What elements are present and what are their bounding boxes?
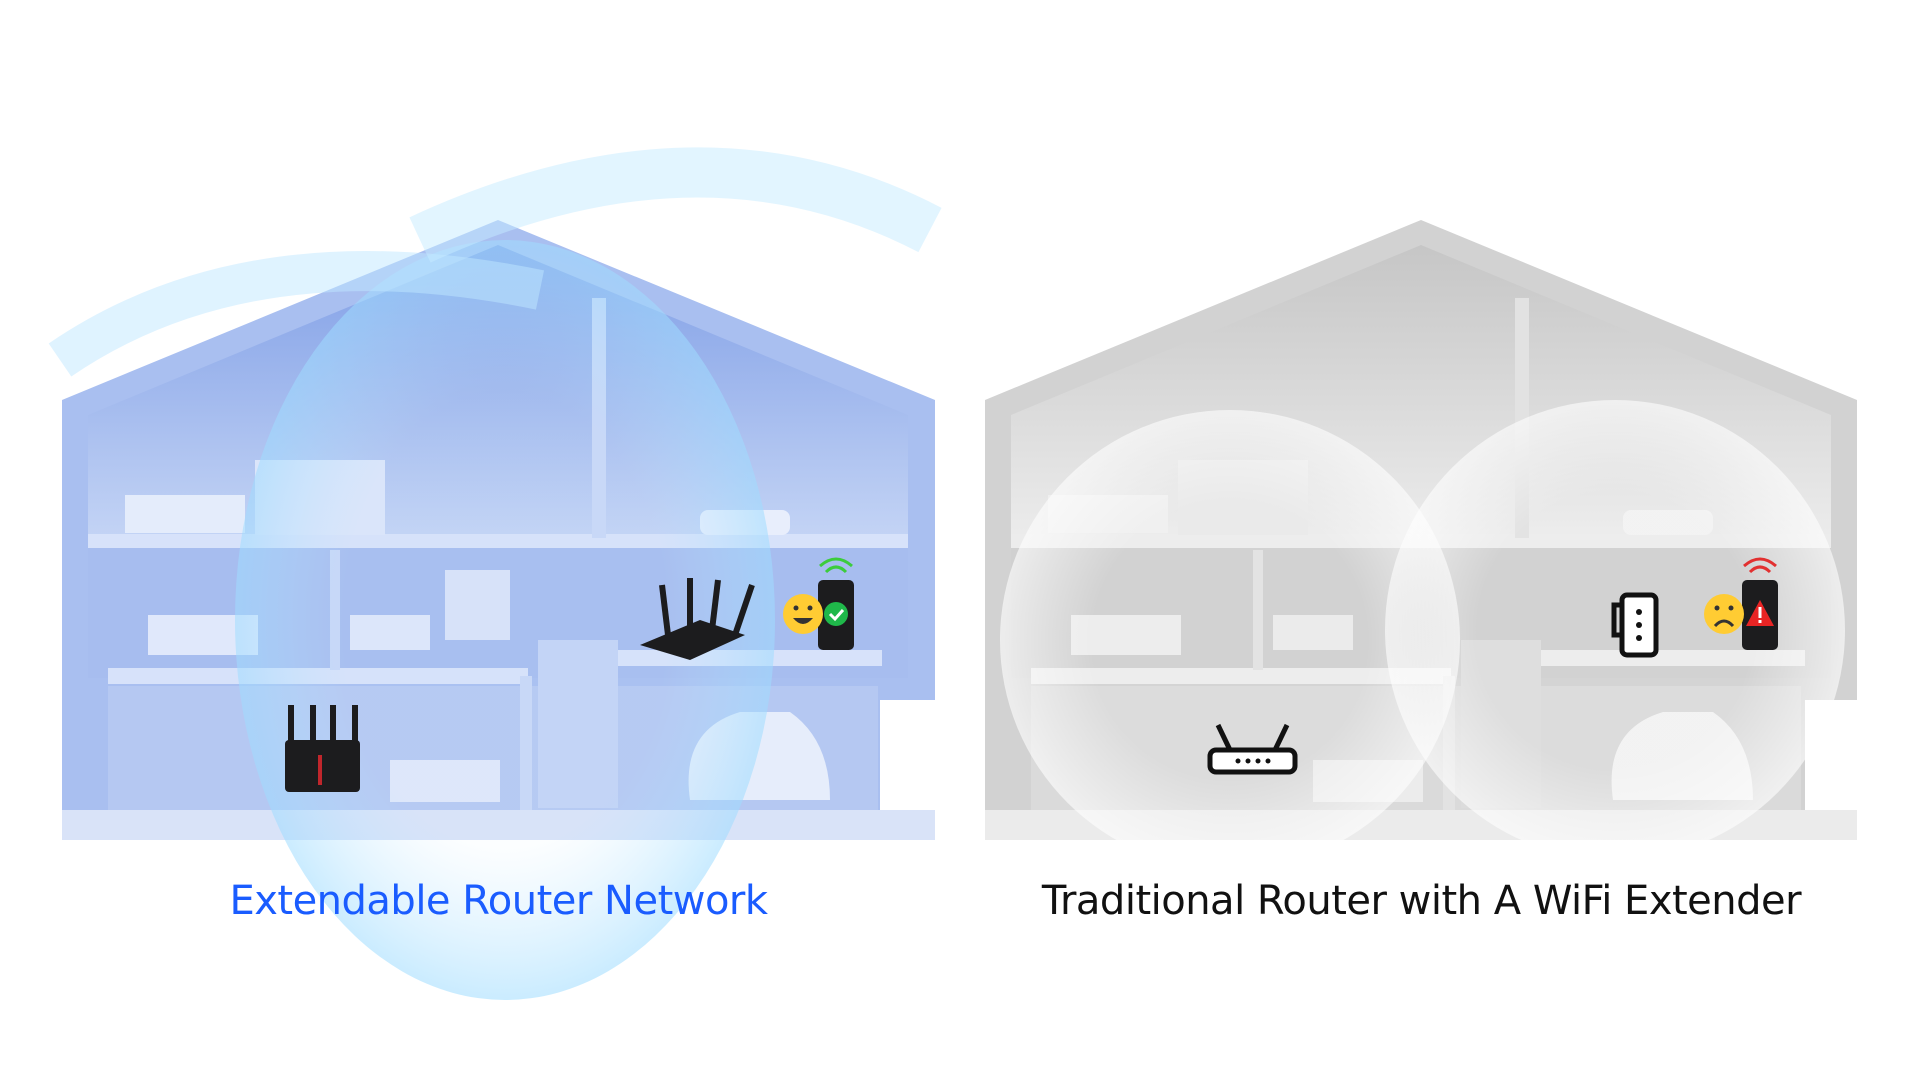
right-house xyxy=(985,220,1857,870)
warning-icon xyxy=(1746,600,1774,626)
router-icon xyxy=(640,578,755,660)
check-shield-icon xyxy=(824,602,848,626)
router-icon xyxy=(285,705,360,792)
left-house xyxy=(48,147,942,1000)
wifi-extender-icon xyxy=(1611,592,1659,658)
wifi-signal-icon xyxy=(1743,557,1777,574)
left-caption: Extendable Router Network xyxy=(229,878,768,924)
router-outline-icon xyxy=(1207,723,1298,775)
wifi-signal-icon xyxy=(819,557,853,574)
right-caption: Traditional Router with A WiFi Extender xyxy=(1041,878,1802,924)
frowning-face-icon xyxy=(1704,594,1744,634)
smiling-face-icon xyxy=(783,594,823,634)
